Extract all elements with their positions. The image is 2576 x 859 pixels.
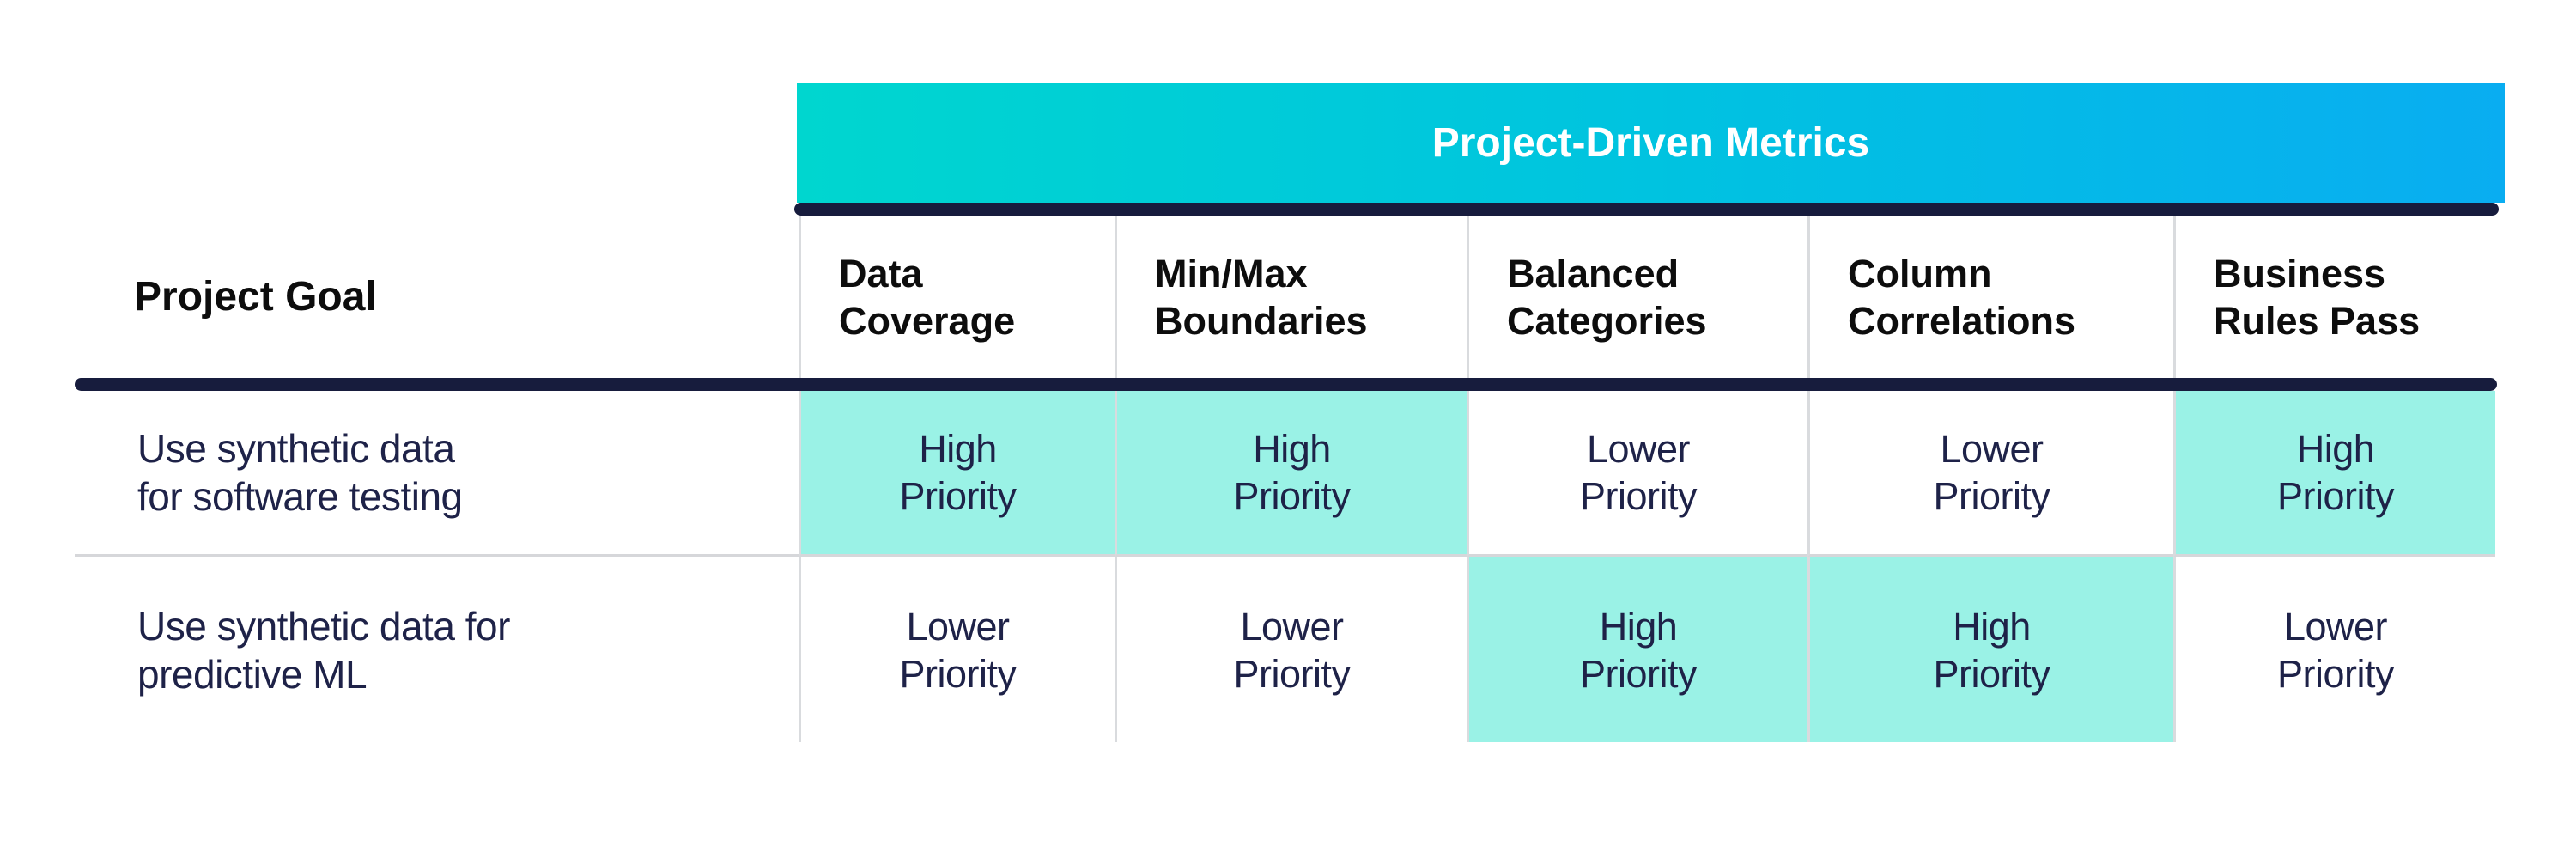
priority-cell-min-max-boundaries: Lower Priority: [1115, 557, 1467, 742]
column-header-min-max-boundaries: Min/Max Boundaries: [1115, 216, 1467, 378]
priority-cell-business-rules-pass: Lower Priority: [2173, 557, 2495, 742]
header-underline-bar: [75, 378, 2497, 391]
priority-cell-balanced-categories: High Priority: [1467, 557, 1807, 742]
column-header-business-rules-pass: Business Rules Pass: [2173, 216, 2495, 378]
metrics-group-banner: Project-Driven Metrics: [797, 83, 2505, 203]
priority-cell-data-coverage: Lower Priority: [799, 557, 1115, 742]
priority-cell-column-correlations: High Priority: [1807, 557, 2173, 742]
priority-cell-min-max-boundaries: High Priority: [1115, 391, 1467, 557]
column-header-balanced-categories: Balanced Categories: [1467, 216, 1807, 378]
table-header-row: Project Goal Data Coverage Min/Max Bound…: [75, 216, 2495, 378]
project-goal-cell: Use synthetic data for predictive ML: [137, 603, 510, 697]
column-header-column-correlations: Column Correlations: [1807, 216, 2173, 378]
priority-cell-balanced-categories: Lower Priority: [1467, 391, 1807, 557]
column-header-project-goal: Project Goal: [134, 274, 377, 320]
priority-cell-column-correlations: Lower Priority: [1807, 391, 2173, 557]
priority-cell-business-rules-pass: High Priority: [2173, 391, 2495, 557]
metrics-group-title: Project-Driven Metrics: [1431, 120, 1870, 166]
priority-cell-data-coverage: High Priority: [799, 391, 1115, 557]
banner-underline-bar: [794, 203, 2499, 216]
column-header-data-coverage: Data Coverage: [799, 216, 1115, 378]
table-body: Use synthetic data for software testing …: [75, 391, 2495, 742]
project-goal-cell: Use synthetic data for software testing: [75, 391, 799, 557]
